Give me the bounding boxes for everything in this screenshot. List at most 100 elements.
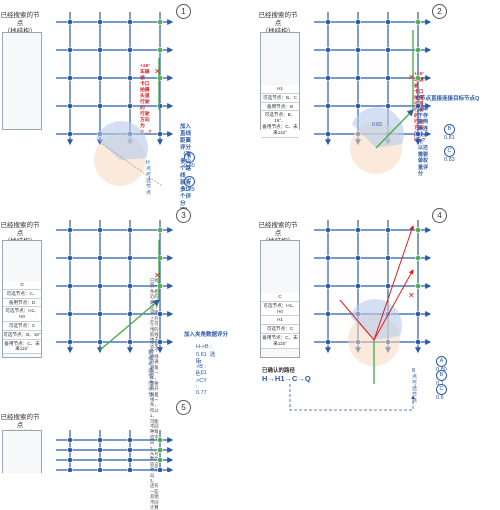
intersection-node [325, 103, 331, 109]
intersection-node [97, 447, 103, 453]
score-row: C0.83 [444, 146, 455, 163]
stack-item: 可选节点：C [3, 321, 41, 331]
intersection-node [67, 255, 73, 261]
intersection-node [355, 227, 361, 233]
intersection-node [355, 47, 361, 53]
intersection-node [97, 339, 103, 345]
intersection-node [157, 131, 163, 137]
stack-item: 备用节点：D [3, 298, 41, 308]
intersection-node [97, 103, 103, 109]
intersection-node [127, 103, 133, 109]
intersection-node [127, 467, 133, 472]
intersection-node [67, 447, 73, 453]
score-row: B0.80 [184, 152, 195, 169]
intersection-node [97, 467, 103, 472]
intersection-node [355, 75, 361, 81]
intersection-node [157, 47, 163, 53]
intersection-node [67, 467, 73, 472]
intersection-node [67, 457, 73, 463]
intersection-node [67, 311, 73, 317]
intersection-node [385, 75, 391, 81]
intersection-node [355, 19, 361, 25]
panel-number: 2 [432, 4, 447, 19]
stack-title: 已经搜索的节点 （栈结构） [258, 12, 298, 35]
intersection-node [67, 437, 73, 443]
intersection-node [127, 311, 133, 317]
intersection-node [325, 227, 331, 233]
panel-number: 4 [432, 208, 447, 223]
intersection-node [67, 339, 73, 345]
stack-title: 已经搜索的节点 （栈结构） [0, 12, 40, 35]
intersection-node [355, 283, 361, 289]
intersection-node [415, 283, 421, 289]
stack-item: 可选节点：H1、H0 [3, 307, 41, 322]
intersection-node [67, 47, 73, 53]
intersection-node [385, 227, 391, 233]
intersection-node [415, 47, 421, 53]
intersection-node [157, 75, 163, 81]
stack-box [2, 32, 42, 130]
intersection-node [127, 19, 133, 25]
stack-item: H1 [261, 85, 299, 94]
node-label: H点可 选节点 [146, 160, 152, 196]
intersection-node [157, 103, 163, 109]
search-sector [96, 121, 148, 160]
stack-box [2, 430, 42, 473]
intersection-node [157, 255, 163, 261]
intersection-node [97, 75, 103, 81]
stack-item: 可选节点：B、C [261, 93, 299, 103]
intersection-node [67, 19, 73, 25]
intersection-node [325, 47, 331, 53]
panel-number: 5 [176, 400, 191, 415]
intersection-node [415, 131, 421, 137]
intersection-node [385, 19, 391, 25]
svg-text:✕: ✕ [154, 271, 161, 280]
node-label: B点可选 节点 [412, 368, 418, 404]
svg-text:0.83: 0.83 [372, 122, 382, 128]
intersection-node [97, 255, 103, 261]
intersection-node [415, 255, 421, 261]
stack-box: C 可选节点：H1、H0 H1 可选节点：C 备用节点：C、未来115° [260, 240, 300, 358]
stack-box: G 可选节点：C、 备用节点：D 可选节点：H1、H0 可选节点：C 可选节点：… [2, 240, 42, 358]
intersection-node [97, 47, 103, 53]
intersection-node [127, 227, 133, 233]
panel-number: 3 [176, 208, 191, 223]
intersection-node [415, 227, 421, 233]
stack-box: H1 可选节点：B、C 备用节点：B 可选节点：B、16°、 备用节点：C、未来… [260, 32, 300, 138]
intersection-node [157, 447, 163, 453]
intersection-node [97, 19, 103, 25]
intersection-node [97, 227, 103, 233]
intersection-node [157, 311, 163, 317]
score-row: C->CY : 0.77 [196, 372, 207, 396]
intersection-node [97, 311, 103, 317]
intersection-node [67, 75, 73, 81]
intersection-node [67, 103, 73, 109]
panel-number: 1 [176, 4, 191, 19]
intersection-node [157, 19, 163, 25]
intersection-node [355, 255, 361, 261]
score-row: C0.89 [184, 176, 195, 193]
stack-item: 可选节点：C、 [3, 289, 41, 299]
intersection-node [97, 437, 103, 443]
intersection-node [325, 283, 331, 289]
node-label: 剩余可选 节点评分 [148, 350, 154, 398]
score-row: C->B : 0.61 [196, 358, 207, 376]
intersection-node [127, 47, 133, 53]
intersection-node [385, 47, 391, 53]
intersection-node [127, 437, 133, 443]
road-network: ✕ ✕ 0.83 ✕ ✕ [56, 12, 432, 472]
intersection-node [67, 227, 73, 233]
intersection-node [157, 467, 163, 472]
intersection-node [97, 457, 103, 463]
svg-text:✕: ✕ [408, 73, 415, 82]
intersection-node [325, 339, 331, 345]
confirmed-path-label: 已确认的路径 [262, 368, 296, 374]
intersection-node [325, 131, 331, 137]
blue-annotation: C节点直接连接目标节点Q [416, 96, 480, 102]
intersection-node [127, 255, 133, 261]
intersection-node [415, 339, 421, 345]
stack-item: 可选节点：H1、H0 [261, 301, 299, 317]
stack-item: 备用节点：C、未来115° [261, 333, 299, 349]
stack-item: 可选节点：B、16° [3, 330, 41, 340]
stack-item: 备用节点：B [261, 102, 299, 112]
